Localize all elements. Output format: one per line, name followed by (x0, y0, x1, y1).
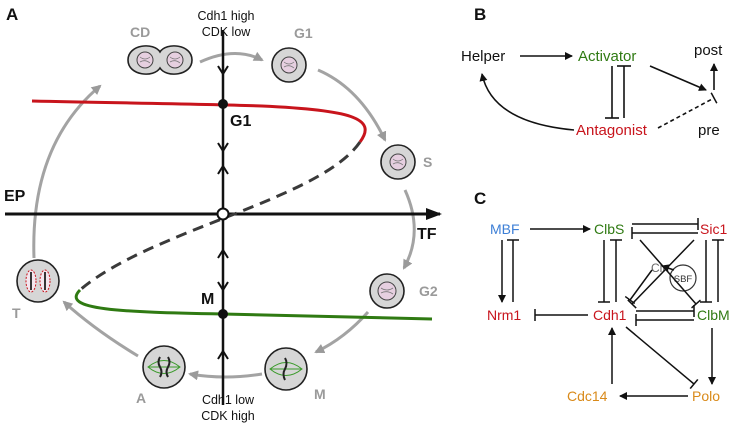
antagonist-node: Antagonist (576, 122, 648, 139)
panel-b-label: B (474, 5, 486, 24)
unstable-fixed-point (216, 207, 230, 221)
cell-cd (127, 45, 193, 75)
pre-node: pre (698, 122, 720, 139)
cell-m (264, 347, 308, 391)
edge-cln-inhibits-cdh1 (624, 269, 653, 305)
arrow-cd-to-g1 (199, 51, 264, 64)
sic1-node: Sic1 (700, 221, 727, 237)
panel-b-edges (479, 52, 718, 131)
g1-point-label: G1 (230, 113, 251, 130)
edge-activator-post (649, 65, 707, 91)
clbm-node: ClbM (697, 307, 730, 323)
activator-node: Activator (578, 48, 636, 65)
arrow-g1-to-s (317, 68, 387, 142)
cell-g2 (369, 273, 405, 309)
panel-a-label: A (6, 5, 18, 24)
cdc14-node: Cdc14 (567, 388, 608, 404)
phase-label-a: A (136, 390, 146, 406)
clbs-node: ClbS (594, 221, 624, 237)
cell-t (16, 259, 60, 303)
dashed-unstable-branch (79, 141, 362, 292)
m-point-label: M (201, 291, 214, 308)
g1-fixed-point (218, 99, 228, 109)
cell-a (142, 345, 186, 389)
edge-cdh1-inhibits-polo (625, 326, 699, 390)
arrow-t-to-cd (32, 84, 102, 259)
polo-node: Polo (692, 388, 720, 404)
panel-c-edges (498, 218, 724, 400)
panel-a: A G1 M (4, 5, 442, 423)
edge-sbf-cln (661, 264, 675, 273)
phase-label-cd: CD (130, 24, 150, 40)
phase-label-t: T (12, 305, 21, 321)
flow-arrowheads (217, 65, 229, 360)
top-condition-line1: Cdh1 high (198, 9, 255, 23)
panel-b: B Helper Activator Antagonist post pre (461, 5, 723, 139)
sbf-node: SBF (674, 274, 693, 285)
m-fixed-point (218, 309, 228, 319)
ep-axis-label: EP (4, 188, 26, 205)
tf-axis-label: TF (417, 226, 437, 243)
phase-label-m: M (314, 386, 326, 402)
cdh1-node: Cdh1 (593, 307, 627, 323)
phase-label-g2: G2 (419, 283, 438, 299)
arrow-a-to-t (62, 300, 139, 358)
edge-antagonist-inhibits-pre (657, 92, 718, 129)
helper-node: Helper (461, 48, 505, 65)
arrow-m-to-a (188, 370, 263, 381)
sbf-node-circle (669, 264, 697, 292)
phase-label-s: S (423, 154, 432, 170)
cell-s (380, 144, 416, 180)
red-nullcline (31, 99, 367, 143)
nrm1-node: Nrm1 (487, 307, 521, 323)
bottom-condition-line2: CDK high (201, 409, 255, 423)
bottom-condition-line1: Cdh1 low (202, 393, 255, 407)
post-node: post (694, 42, 723, 59)
top-condition-line2: CDK low (202, 25, 252, 39)
phase-label-g1: G1 (294, 25, 313, 41)
arrow-s-to-g2 (402, 189, 416, 270)
cell-g1 (271, 47, 307, 83)
edge-antagonist-helper (479, 73, 575, 131)
panel-c: C MBF ClbS Sic1 Nrm1 Cdh1 ClbM Cdc14 Pol… (474, 189, 730, 404)
panel-c-label: C (474, 189, 486, 208)
mbf-node: MBF (490, 221, 520, 237)
